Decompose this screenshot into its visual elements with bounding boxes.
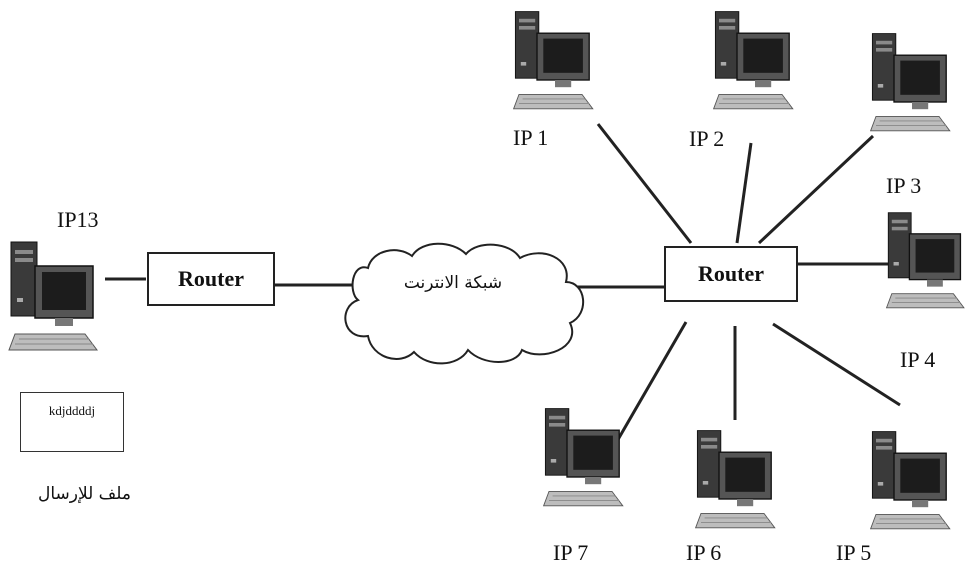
link-router-ip2 — [735, 142, 753, 244]
ip-label-6: IP 6 — [686, 540, 722, 565]
link-router-ip5 — [772, 322, 901, 407]
router-left: Router — [147, 252, 275, 306]
link-router-ip1 — [596, 123, 693, 244]
computer-ip13 — [8, 241, 98, 351]
ip-label-7: IP 7 — [553, 540, 589, 565]
link-router-ip3 — [757, 134, 875, 245]
ip-label-4: IP 4 — [900, 347, 936, 372]
ip-label-1: IP 1 — [513, 125, 549, 150]
sender-ip-label: IP13 — [57, 207, 99, 232]
computer-ip2 — [712, 10, 794, 110]
file-content: kdjddddj — [48, 403, 96, 418]
router-right: Router — [664, 246, 798, 302]
ip-label-3: IP 3 — [886, 173, 922, 198]
computer-ip1 — [512, 10, 594, 110]
computer-ip7 — [542, 407, 624, 507]
computer-ip5 — [869, 430, 951, 530]
file-caption: ملف للإرسال — [37, 484, 132, 504]
internet-cloud-label: شبكة الانترنت — [403, 273, 503, 293]
ip-label-5: IP 5 — [836, 540, 872, 565]
link-router-ip7 — [614, 321, 688, 444]
computer-ip3 — [869, 32, 951, 132]
computer-ip6 — [694, 429, 776, 529]
ip-label-2: IP 2 — [689, 126, 725, 151]
internet-cloud — [344, 242, 585, 365]
computer-ip4 — [885, 212, 965, 309]
file-box: kdjddddj — [20, 392, 124, 452]
